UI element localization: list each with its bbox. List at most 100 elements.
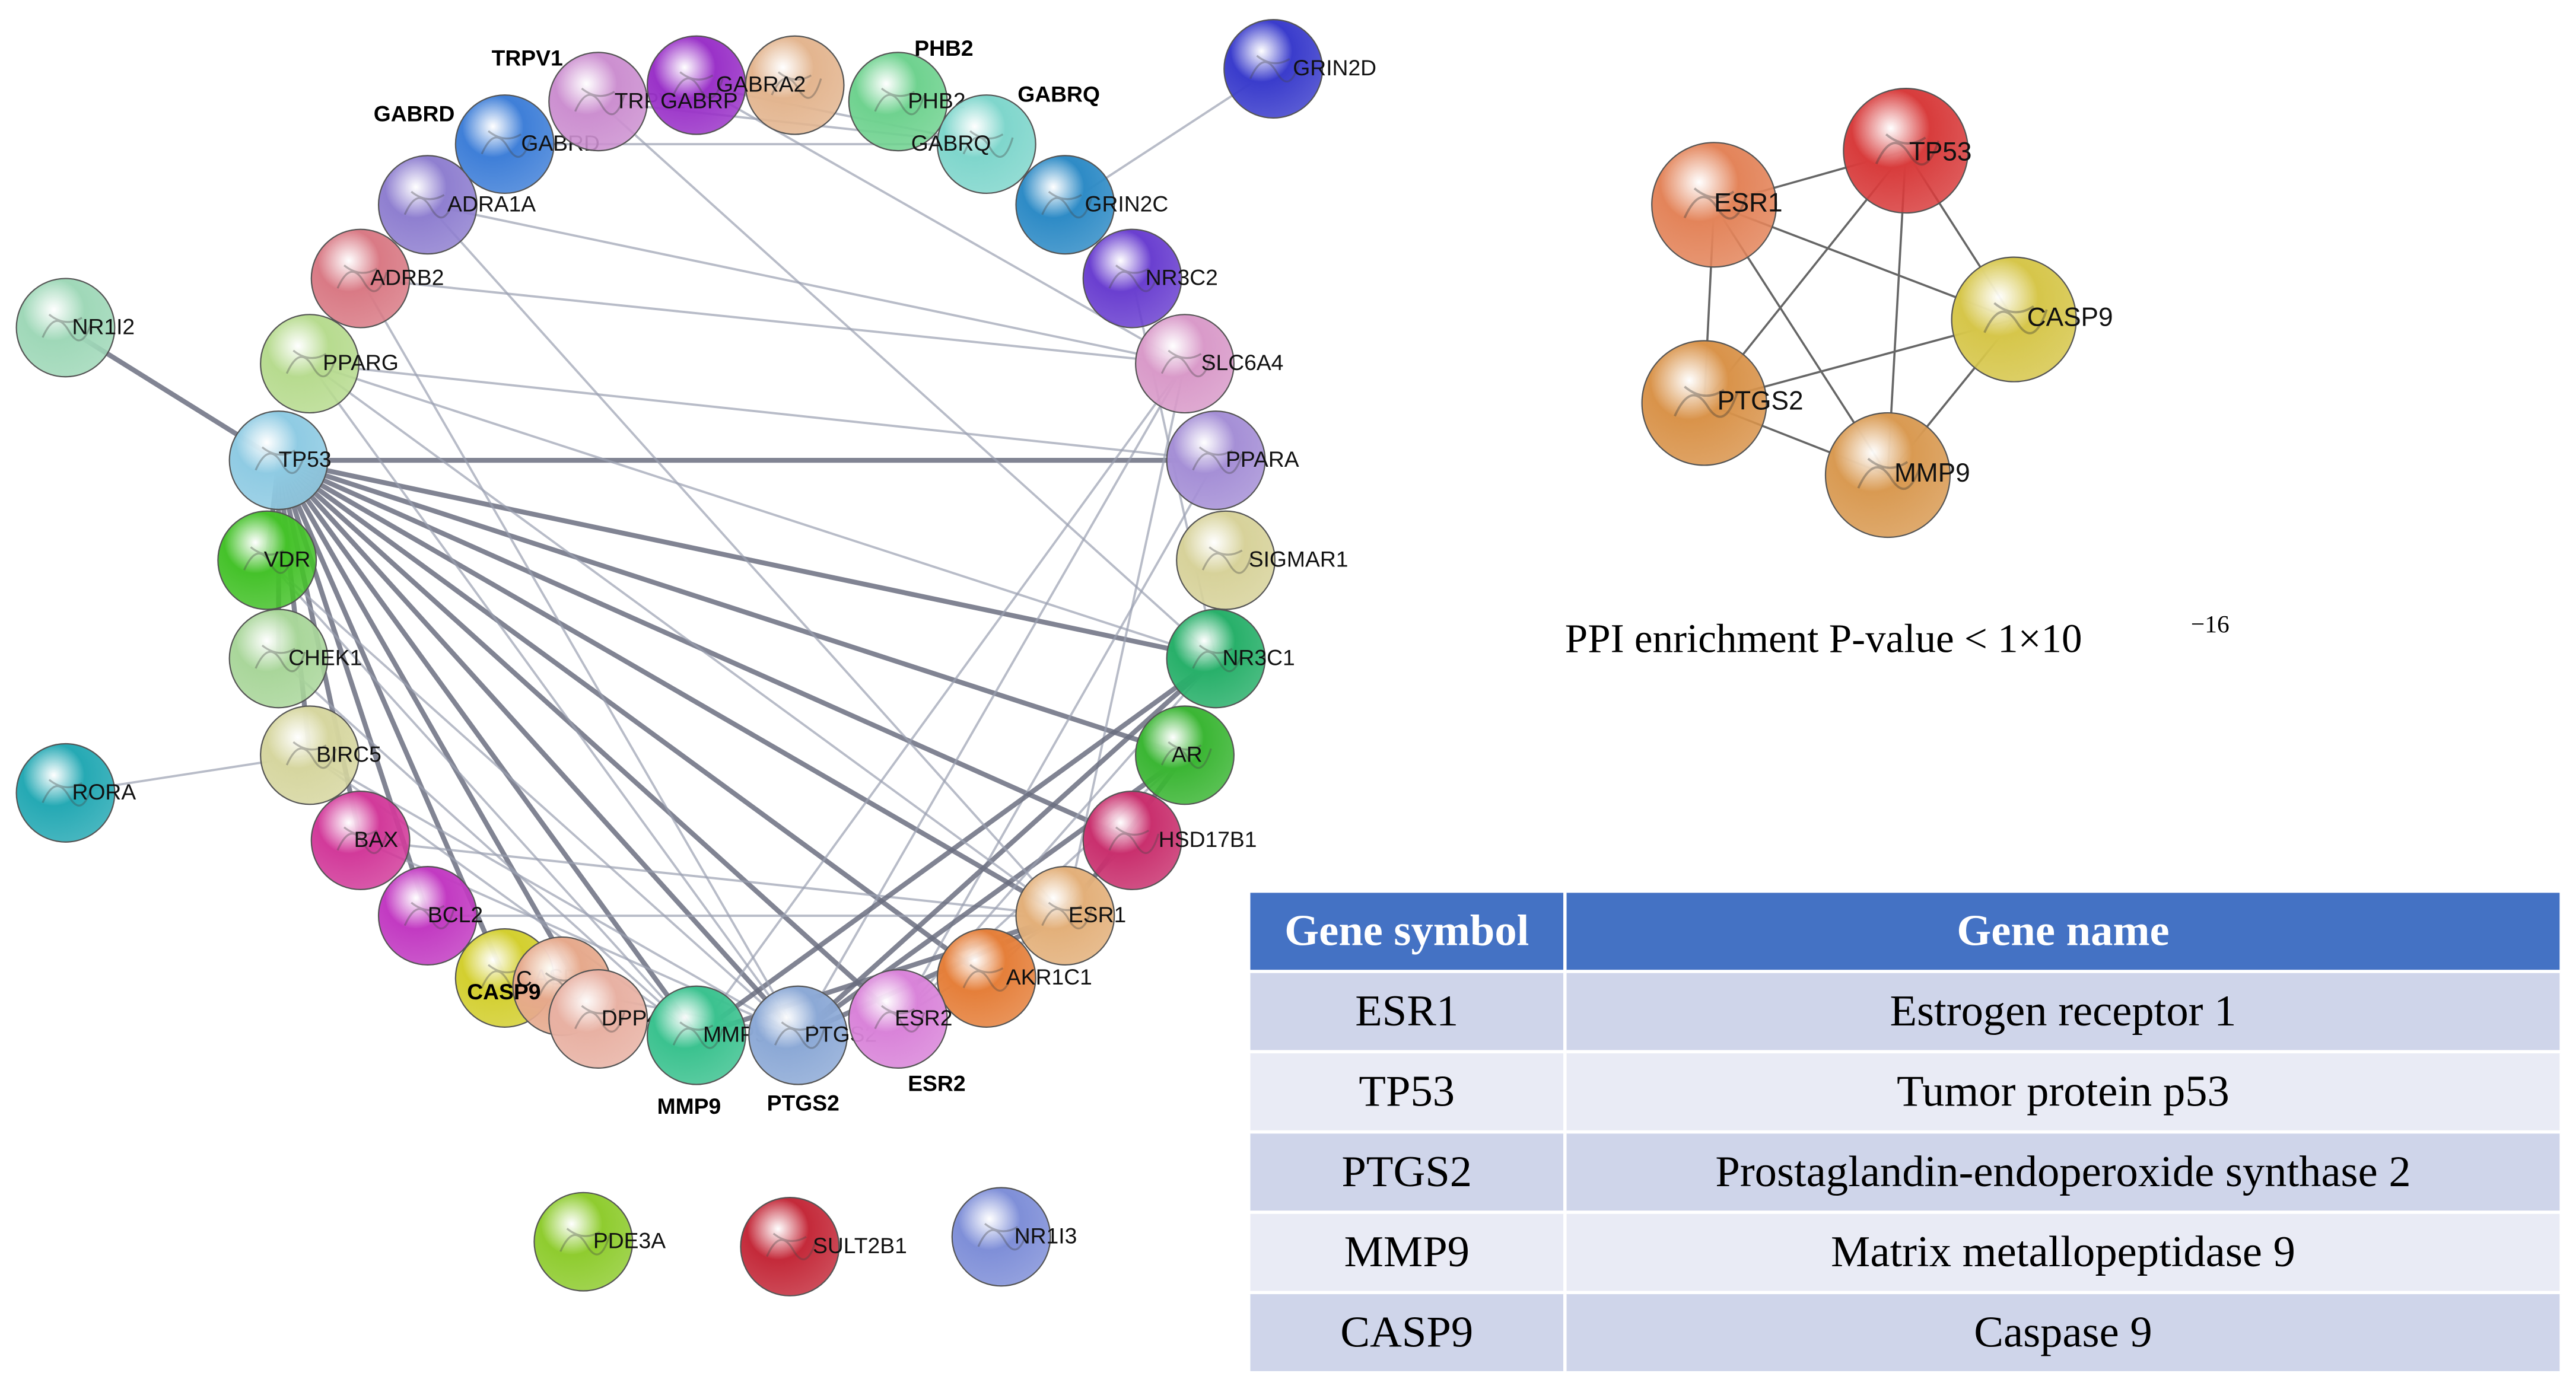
table-row: TP53 Tumor protein p53 [1246,1050,2563,1134]
node-nr1i3[interactable]: NR1I3 [951,1187,1077,1287]
node-label: CASP9 [2027,303,2113,332]
node-ar[interactable]: AR [1135,705,1235,805]
node-dpp4[interactable]: DPP4 [548,969,659,1069]
node-label: C [516,966,532,991]
node-label: AKR1C1 [1006,964,1092,989]
protein-structure-icon [559,1228,611,1256]
header-gene-name: Gene name [1563,889,2563,973]
network-edge [309,362,1216,462]
node-sphere [377,155,478,255]
node-chek1[interactable]: CHEK1 [228,609,362,709]
network-nodes: GRIN2DGABRDTRPV1GABRPGABRA2PHB2GABRQGRIN… [15,19,1376,1296]
protein-structure-icon [1160,349,1212,378]
node-sult2b1[interactable]: SULT2B1 [740,1196,907,1296]
node-label: CHEK1 [288,645,362,670]
protein-structure-icon [243,546,295,574]
node-adrb2[interactable]: ADRB2 [310,228,444,329]
node-akr1c1[interactable]: AKR1C1 [936,928,1092,1028]
protein-structure-icon [771,71,822,99]
node-slc6a4[interactable]: SLC6A4 [1135,314,1283,414]
node-pparg[interactable]: PPARG [260,314,399,414]
node-nr3c2[interactable]: NR3C2 [1082,228,1218,329]
node-gabrp[interactable]: GABRP [646,35,746,135]
network-edge [278,458,1186,758]
node-label: TP53 [279,447,332,472]
hub-gene-table: Gene symbol Gene name ESR1 Estrogen rece… [1246,889,2563,1375]
node-label: NR3C1 [1223,645,1295,670]
subnode-tp53[interactable]: TP53 [1843,88,1971,214]
protein-structure-icon [42,314,93,342]
subnode-esr1[interactable]: ESR1 [1651,142,1783,268]
node-sphere [936,928,1036,1028]
node-label: PPARG [323,350,399,375]
protein-structure-icon [977,1222,1029,1251]
node-sphere [1843,88,1969,214]
node-sphere [1166,410,1266,511]
node-grin2d[interactable]: GRIN2D [1223,19,1376,119]
node-sphere [951,1187,1051,1287]
node-gabrq[interactable]: GABRQ [911,94,1036,195]
table-row: PTGS2 Prostaglandin-endoperoxide synthas… [1246,1130,2563,1214]
network-edge [276,458,800,1037]
protein-structure-icon [1875,133,1940,166]
node-sphere [848,52,948,152]
node-pde3a[interactable]: PDE3A [533,1192,666,1292]
node-label: GABRQ [911,130,991,155]
node-bcl2[interactable]: BCL2 [377,866,483,966]
protein-structure-icon [574,1005,625,1033]
node-tp53[interactable]: TP53 [228,410,332,511]
node-nr3c1[interactable]: NR3C1 [1166,609,1295,709]
cell-gene-name: Tumor protein p53 [1563,1050,2563,1134]
node-sigmar1[interactable]: SIGMAR1 [1176,510,1348,610]
network-edge [309,362,1217,660]
node-sphere [260,705,360,805]
cell-gene-symbol: PTGS2 [1246,1130,1567,1214]
node-esr1[interactable]: ESR1 [1015,866,1127,966]
node-sphere [646,985,746,1085]
protein-structure-icon [481,130,532,158]
bold-label-mmp9: MMP9 [657,1094,721,1119]
node-hsd17b1[interactable]: HSD17B1 [1082,790,1257,890]
node-bax[interactable]: BAX [310,790,411,890]
network-edge [797,363,1186,1036]
network-edge [278,458,1217,661]
node-label: ESR2 [895,1005,952,1030]
node-rora[interactable]: RORA [15,743,136,843]
node-sphere [454,94,555,195]
node-sphere [310,228,411,329]
node-phb2[interactable]: PHB2 [848,52,966,152]
node-sphere [260,314,360,414]
cell-gene-symbol: ESR1 [1246,970,1567,1054]
protein-structure-icon [1108,265,1160,292]
network-edge [695,657,1217,1038]
node-label: VDR [264,547,311,572]
node-birc5[interactable]: BIRC5 [260,705,381,805]
protein-structure-icon [336,826,388,855]
node-gabra2[interactable]: GABRA2 [716,35,845,135]
table-row: ESR1 Estrogen receptor 1 [1246,970,2563,1054]
node-esr2[interactable]: ESR2 [848,969,953,1069]
node-vdr[interactable]: VDR [217,510,317,610]
protein-structure-icon [1983,302,2048,334]
cell-gene-name: Caspase 9 [1563,1291,2563,1375]
protein-structure-icon [1192,644,1244,673]
node-ppara[interactable]: PPARA [1166,410,1299,511]
cell-gene-name: Prostaglandin-endoperoxide synthase 2 [1563,1130,2563,1214]
network-edge [1064,363,1186,916]
node-grin2c[interactable]: GRIN2C [1015,155,1169,255]
node-sphere [310,790,411,890]
node-sphere [1135,705,1235,805]
node-adra1a[interactable]: ADRA1A [377,155,536,255]
subnode-ptgs2[interactable]: PTGS2 [1641,340,1804,466]
node-sphere [1082,228,1182,329]
network-edge [277,458,988,980]
node-label: ADRA1A [447,191,536,216]
subnode-casp9[interactable]: CASP9 [1951,256,2113,383]
node-nr1i2[interactable]: NR1I2 [15,278,135,378]
protein-structure-icon [874,87,926,116]
subnode-mmp9[interactable]: MMP9 [1824,412,1970,539]
node-sphere [1166,609,1266,709]
node-label: BIRC5 [316,741,381,766]
